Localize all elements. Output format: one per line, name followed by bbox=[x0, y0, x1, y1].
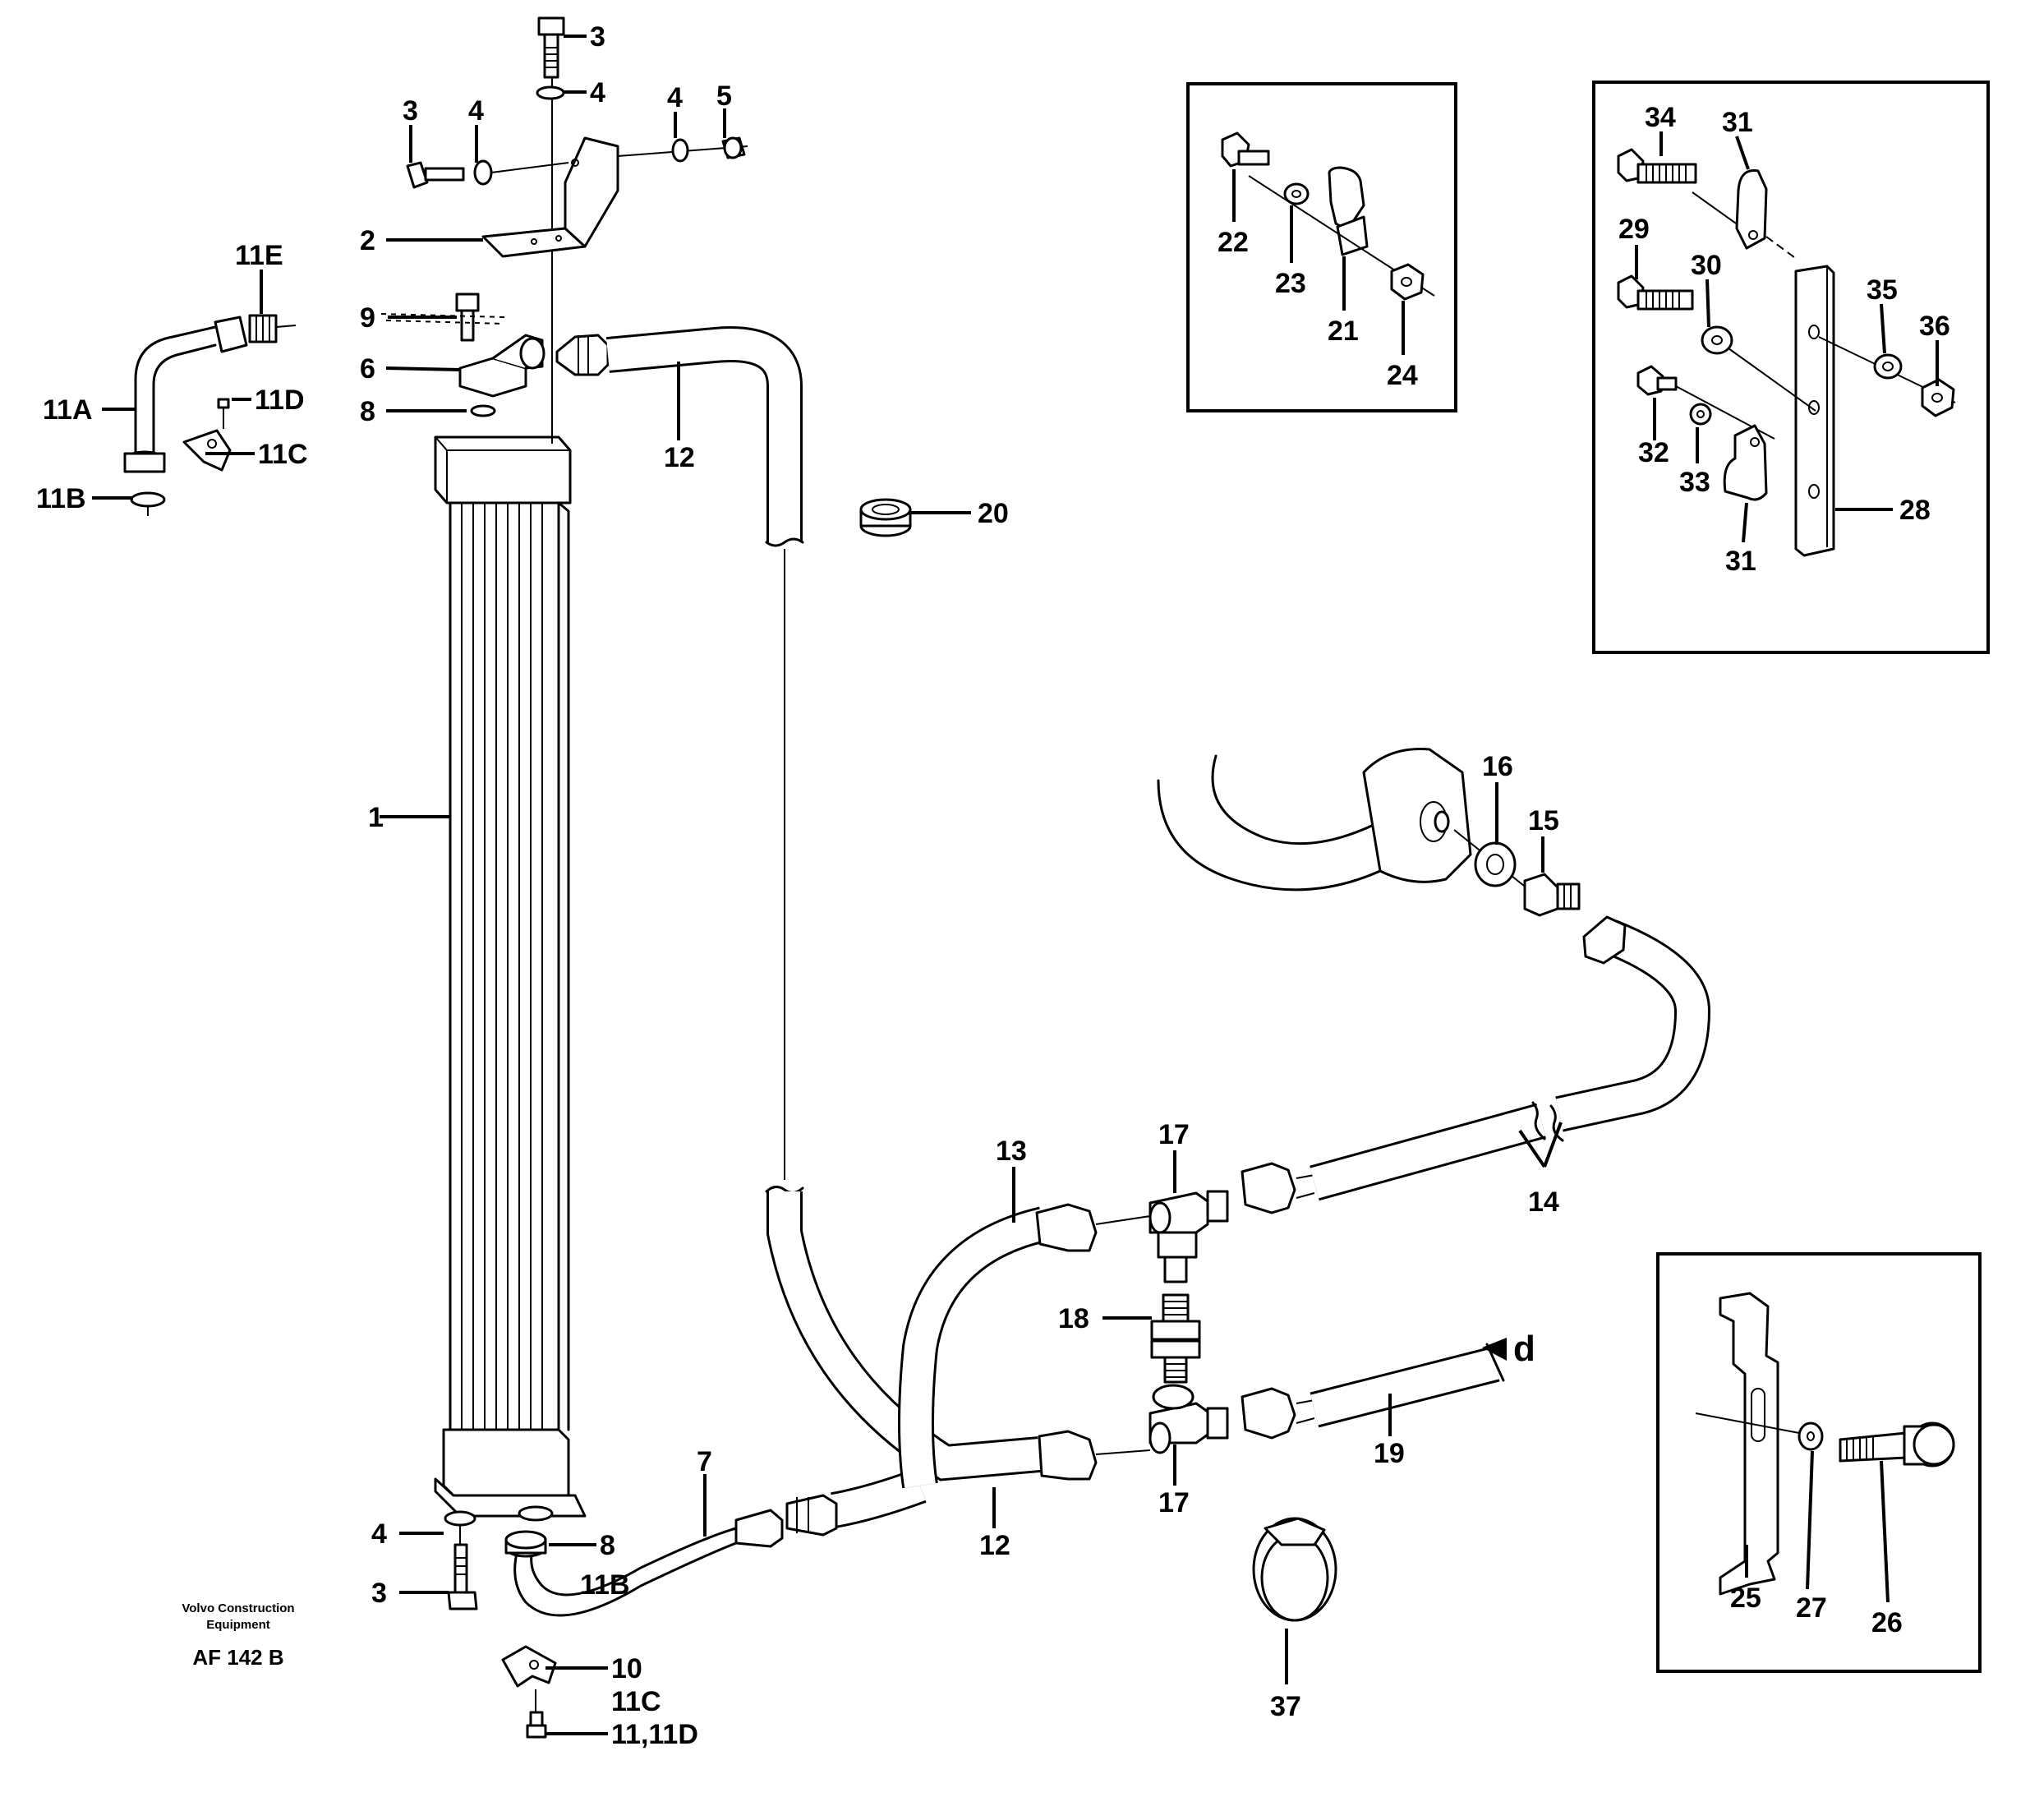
callout-36: 36 bbox=[1919, 311, 1950, 342]
callout-29: 29 bbox=[1618, 214, 1650, 245]
callout-11c: 11C bbox=[611, 1686, 661, 1717]
elbow-fitting bbox=[458, 334, 545, 417]
bolt-elbow bbox=[380, 293, 505, 342]
bolt-top bbox=[536, 16, 565, 100]
callout-1: 1 bbox=[368, 802, 384, 833]
callout-12: 12 bbox=[664, 442, 695, 473]
callout-4: 4 bbox=[667, 82, 683, 113]
callout-33: 33 bbox=[1679, 467, 1710, 498]
company-name-line2: Equipment bbox=[206, 1618, 270, 1632]
callout-11e: 11E bbox=[235, 240, 283, 271]
callout-21: 21 bbox=[1328, 316, 1359, 347]
callout-5: 5 bbox=[716, 81, 732, 112]
detail-box-bracket-assembly bbox=[1656, 1252, 1982, 1673]
callout-4: 4 bbox=[371, 1518, 387, 1550]
bolt-bracket-left bbox=[406, 159, 569, 189]
callout-11c: 11C bbox=[258, 439, 308, 470]
detail-3-parts bbox=[1695, 1292, 1955, 1596]
callout-22: 22 bbox=[1218, 227, 1249, 258]
hose-7 bbox=[504, 1468, 927, 1617]
detail-box-clip-assembly bbox=[1186, 82, 1457, 412]
callout-7: 7 bbox=[697, 1446, 712, 1477]
callout-3: 3 bbox=[590, 21, 605, 53]
transmission-port bbox=[1157, 748, 1581, 917]
tee-17-lower bbox=[1148, 1384, 1229, 1454]
callout-18: 18 bbox=[1058, 1303, 1089, 1334]
callout-11d: 11D bbox=[255, 385, 305, 416]
callout-d: d bbox=[1513, 1329, 1535, 1369]
callout-8: 8 bbox=[600, 1530, 615, 1561]
company-name-line1: Volvo Construction bbox=[182, 1601, 294, 1615]
callout-16: 16 bbox=[1482, 751, 1513, 782]
pipe-assembly-11 bbox=[123, 314, 297, 516]
callout-25: 25 bbox=[1730, 1583, 1761, 1614]
washer-nut-bracket-right bbox=[617, 136, 748, 163]
grommet bbox=[859, 498, 912, 537]
callout-labels: 3 4 3 4 4 5 2 11E 9 6 8 11D 11A 11C 11B … bbox=[36, 21, 1950, 1750]
hose-13 bbox=[898, 1203, 1151, 1489]
callout-31: 31 bbox=[1722, 107, 1753, 138]
callout-9: 9 bbox=[360, 302, 375, 334]
callout-3: 3 bbox=[371, 1578, 387, 1609]
callout-23: 23 bbox=[1275, 268, 1306, 299]
callout-11a: 11A bbox=[43, 394, 93, 426]
callout-13: 13 bbox=[996, 1136, 1027, 1167]
adapter-18 bbox=[1150, 1256, 1201, 1384]
drawing-footer: Volvo Construction Equipment AF 142 B bbox=[182, 1601, 294, 1670]
mounting-bracket bbox=[481, 136, 619, 258]
callout-24: 24 bbox=[1387, 360, 1418, 391]
detail-1-parts bbox=[1221, 131, 1435, 301]
callout-14: 14 bbox=[1528, 1186, 1559, 1218]
oil-cooler-core bbox=[434, 58, 587, 1518]
callout-3: 3 bbox=[403, 95, 418, 127]
callout-26: 26 bbox=[1871, 1607, 1903, 1638]
callout-20: 20 bbox=[978, 498, 1009, 529]
callout-4: 4 bbox=[590, 77, 605, 108]
callout-35: 35 bbox=[1867, 274, 1898, 306]
callout-30: 30 bbox=[1691, 250, 1722, 281]
callout-2: 2 bbox=[360, 225, 375, 256]
callout-8: 8 bbox=[360, 396, 375, 427]
detail-box-strap-assembly bbox=[1592, 81, 1990, 654]
callout-10: 10 bbox=[611, 1653, 642, 1684]
detail-2-parts bbox=[1617, 148, 1956, 557]
hose-12-upper bbox=[555, 326, 804, 1180]
callout-28: 28 bbox=[1899, 495, 1931, 526]
leader-lines bbox=[92, 35, 1939, 1735]
direction-arrow-icon bbox=[1482, 1338, 1507, 1361]
hose-19 bbox=[1241, 1343, 1505, 1440]
callout-19: 19 bbox=[1374, 1438, 1405, 1469]
callout-15: 15 bbox=[1528, 805, 1559, 836]
tee-17-upper bbox=[1148, 1190, 1229, 1259]
callout-27: 27 bbox=[1796, 1592, 1827, 1624]
callout-11b: 11B bbox=[36, 483, 86, 514]
callout-17: 17 bbox=[1158, 1487, 1190, 1518]
drawing-code: AF 142 B bbox=[192, 1645, 283, 1670]
callout-11-11d: 11,11D bbox=[611, 1719, 698, 1750]
callout-37: 37 bbox=[1270, 1691, 1301, 1722]
clamp-bottom bbox=[501, 1645, 557, 1739]
callout-32: 32 bbox=[1638, 437, 1669, 468]
band-clamp bbox=[1252, 1517, 1337, 1622]
callout-4: 4 bbox=[468, 95, 484, 127]
callout-34: 34 bbox=[1645, 102, 1676, 133]
bolt-bottom bbox=[444, 1510, 478, 1610]
callout-17: 17 bbox=[1158, 1119, 1190, 1150]
callout-31: 31 bbox=[1725, 546, 1756, 577]
hose-14 bbox=[1241, 915, 1711, 1214]
callout-6: 6 bbox=[360, 353, 375, 385]
callout-12: 12 bbox=[979, 1530, 1010, 1561]
callout-11b: 11B bbox=[580, 1569, 630, 1601]
